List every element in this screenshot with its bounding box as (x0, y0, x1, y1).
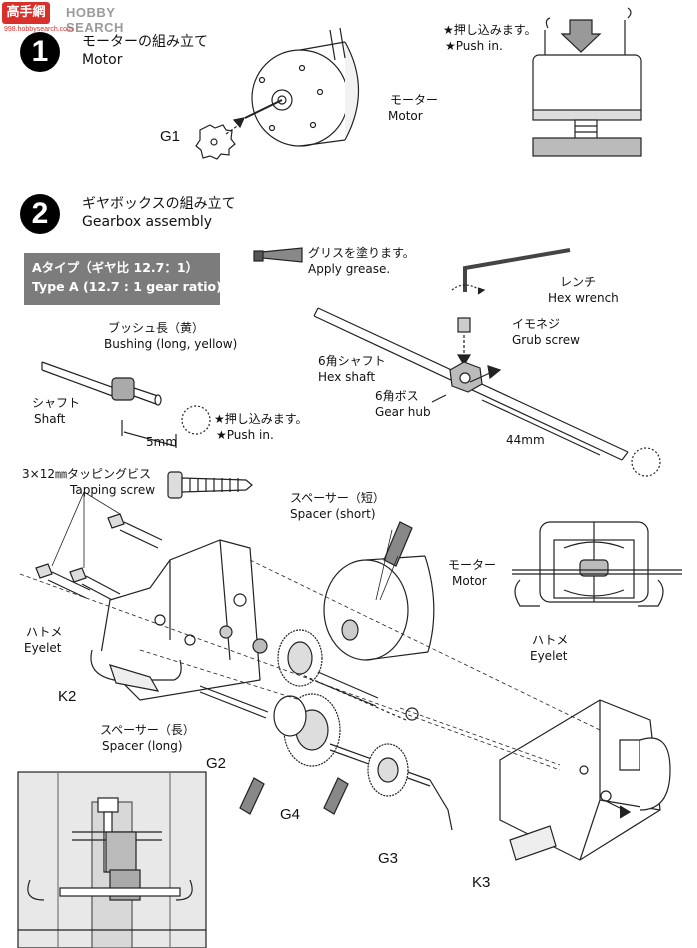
dimension-44mm: 44mm (506, 433, 545, 447)
gear-train (199, 555, 453, 831)
eyelet-right-label-jp: ハトメ (532, 633, 569, 647)
step-2-number: 2 (20, 194, 60, 234)
watermark-url: 998.hobbysearch.com (4, 26, 73, 33)
type-a-label-jp: Aタイプ（ギヤ比 12.7：1） (32, 260, 199, 275)
bushing-label-jp: ブッシュ長（黄） (108, 321, 205, 335)
tapping-screw-label-jp: 3×12㎜タッピングビス (22, 467, 151, 481)
step-1-title-en: Motor (82, 52, 123, 68)
tapping-screw-large (167, 471, 253, 499)
gearbox-housing-k3 (499, 699, 671, 861)
part-g1-label: G1 (160, 128, 181, 145)
motor-push-detail (532, 7, 642, 157)
grease-label-en: Apply grease. (308, 262, 391, 276)
spacer-long-label-en: Spacer (long) (102, 739, 183, 753)
motor-mount-detail (512, 521, 682, 607)
part-k2-label: K2 (58, 688, 77, 705)
motor-label-en: Motor (388, 109, 423, 123)
gearbox-housing-k2 (90, 539, 261, 701)
hex-shaft-drawing (313, 307, 661, 477)
push-in-label-jp: ★押し込みます。 (443, 23, 537, 37)
shaft-label-jp: シャフト (32, 396, 81, 410)
spacer-short-label-en: Spacer (short) (290, 507, 376, 521)
tapping-screws-small (35, 491, 163, 603)
motor-2-label-en: Motor (452, 574, 487, 588)
motor-2-label-jp: モーター (448, 558, 497, 572)
part-g3-label: G3 (378, 850, 399, 867)
type-a-banner: Aタイプ（ギヤ比 12.7：1） Type A (12.7 : 1 gear r… (24, 253, 222, 305)
dimension-5mm: 5mm (146, 435, 178, 449)
grub-screw-label-jp: イモネジ (512, 317, 561, 331)
pinion-g1-drawing (195, 117, 246, 160)
gear-hub-label-jp: 6角ボス (375, 389, 419, 403)
grease-label-jp: グリスを塗ります。 (308, 246, 415, 260)
gearbox-inset (17, 771, 207, 948)
step-1-title-jp: モーターの組み立て (82, 34, 208, 50)
part-g4-label: G4 (280, 806, 301, 823)
hex-wrench-drawing (451, 248, 571, 295)
grub-screw-label-en: Grub screw (512, 333, 580, 347)
assembly-guides (19, 559, 601, 771)
hex-shaft-label-jp: 6角シャフト (318, 354, 386, 368)
spacer-short-label-jp: スペーサー（短） (290, 491, 385, 505)
step-1-number: 1 (20, 32, 60, 72)
part-g2-label: G2 (206, 755, 227, 772)
bushing-label-en: Bushing (long, yellow) (104, 337, 238, 351)
hex-wrench-label-en: Hex wrench (548, 291, 619, 305)
eyelet-left-label-jp: ハトメ (26, 625, 63, 639)
step-2-title-jp: ギヤボックスの組み立て (82, 196, 236, 212)
type-a-label-en: Type A (12.7 : 1 gear ratio) (32, 279, 222, 294)
gear-hub-label-en: Gear hub (375, 405, 431, 419)
motor-label-jp: モーター (390, 93, 439, 107)
push-in-2-label-en: ★Push in. (216, 428, 274, 442)
tapping-screw-label-en: Tapping screw (70, 483, 156, 497)
push-in-2-label-jp: ★押し込みます。 (214, 412, 308, 426)
shaft-with-bushing (41, 361, 211, 448)
shaft-label-en: Shaft (34, 412, 66, 426)
hex-wrench-label-jp: レンチ (560, 275, 597, 289)
spacer-long-label-jp: スペーサー（長） (100, 723, 195, 737)
grease-tube (253, 247, 303, 263)
push-in-label-en: ★Push in. (445, 39, 503, 53)
motor-drawing-step1 (244, 27, 359, 147)
watermark-logo: 高手網 (2, 2, 50, 24)
step-2-title-en: Gearbox assembly (82, 214, 213, 230)
watermark-text: HOBBY SEARCH (66, 5, 124, 35)
eyelet-left-label-en: Eyelet (24, 641, 62, 655)
eyelet-right-label-en: Eyelet (530, 649, 568, 663)
part-k3-label: K3 (472, 874, 491, 891)
hex-shaft-label-en: Hex shaft (318, 370, 376, 384)
